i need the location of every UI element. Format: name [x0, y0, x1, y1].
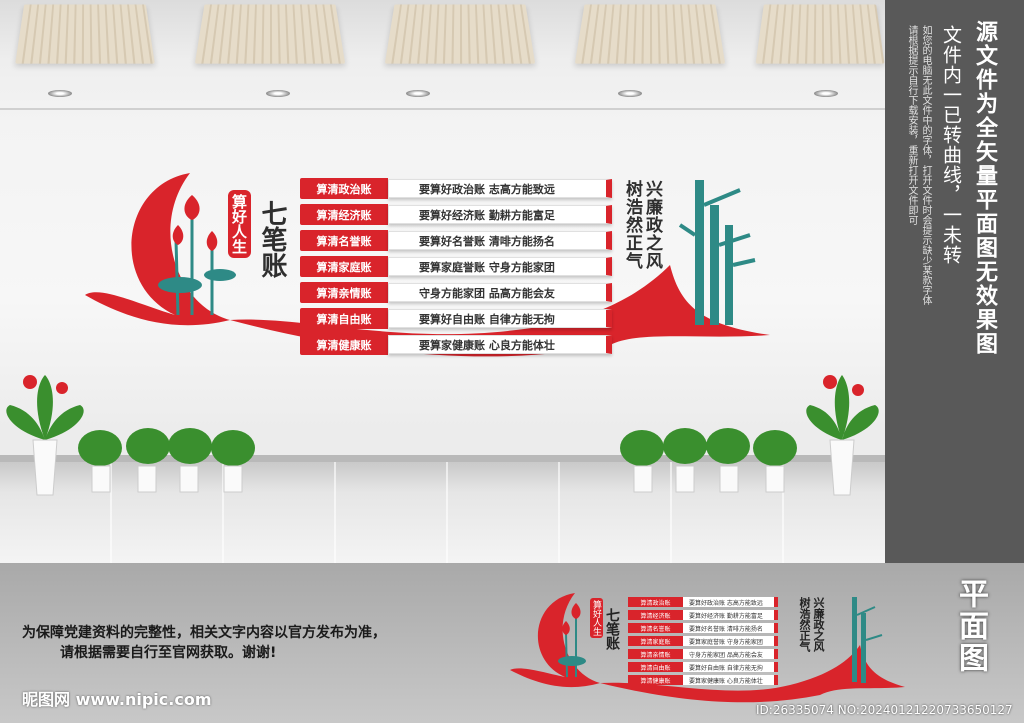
accounts-list: 算清政治账要算好政治账 志高方能致远 算清经济账要算好经济账 勤耕方能富足 算清… — [300, 178, 612, 360]
slogan-righteous: 树浩然正气 — [622, 180, 642, 270]
account-tag: 算清自由账 — [628, 662, 683, 672]
account-text: 要算家庭誉账 守身方能家团 — [683, 636, 778, 646]
account-tag: 算清名誉账 — [628, 623, 683, 633]
mini-slogan: 树浩然正气 — [798, 597, 811, 652]
list-item: 算清自由账要算好自由账 自律方能无拘 — [300, 308, 612, 329]
list-item: 算清亲情账守身方能家团 品高方能会友 — [628, 649, 778, 659]
account-text: 要算好自由账 自律方能无拘 — [683, 662, 778, 672]
site-watermark: 昵图网 www.nipic.com — [22, 690, 212, 709]
account-tag: 算清亲情账 — [628, 649, 683, 659]
list-item: 算清健康账要算家健康账 心良方能体壮 — [300, 334, 612, 355]
account-tag: 算清经济账 — [628, 610, 683, 620]
sidebar-subline: 文件内一已转曲线，一未转 — [940, 25, 962, 265]
ceiling-panel — [194, 4, 346, 64]
list-item: 算清政治账要算好政治账 志高方能致远 — [300, 178, 612, 199]
mini-ribbon-icon — [510, 593, 905, 703]
account-tag: 算清家庭账 — [300, 256, 388, 277]
mini-slogan: 兴廉政之风 — [812, 597, 825, 652]
account-tag: 算清政治账 — [628, 597, 683, 607]
spotlight-icon — [266, 90, 290, 97]
sidebar-note: 如您的电脑无此文件中的字体，打开文件时会提示缺少某款字体 — [920, 25, 931, 305]
account-tag: 算清家庭账 — [628, 636, 683, 646]
sidebar-note: 请根据提示自行下载安装，重新打开文件即可 — [906, 25, 917, 225]
plant-icon — [620, 428, 797, 493]
ceiling-panel — [574, 4, 726, 64]
baseboard — [0, 455, 885, 463]
account-text: 守身方能家团 品高方能会友 — [388, 283, 612, 302]
mini-title: 七笔账 — [604, 608, 620, 650]
list-item: 算清亲情账守身方能家团 品高方能会友 — [300, 282, 612, 303]
account-text: 要算好自由账 自律方能无拘 — [388, 309, 612, 328]
plan-label: 平面图 — [953, 578, 988, 674]
account-text: 要算好名誉账 清啡方能扬名 — [388, 231, 612, 250]
account-text: 要算好政治账 志高方能致远 — [683, 597, 778, 607]
spotlight-icon — [406, 90, 430, 97]
ceiling — [0, 0, 885, 110]
slogan-upright: 兴廉政之风 — [642, 180, 662, 270]
account-tag: 算清自由账 — [300, 308, 388, 329]
list-item: 算清家庭账要算家庭誉账 守身方能家团 — [628, 636, 778, 646]
account-tag: 算清经济账 — [300, 204, 388, 225]
notice-text: 为保障党建资料的完整性，相关文字内容以官方发布为准， — [22, 625, 386, 641]
account-text: 要算家健康账 心良方能体壮 — [388, 335, 612, 354]
scene-render: 算好人生 七笔账 算清政治账要算好政治账 志高方能致远 算清经济账要算好经济账 … — [0, 0, 885, 563]
list-item: 算清名誉账要算好名誉账 清啡方能扬名 — [300, 230, 612, 251]
sidebar-headline: 源文件为全矢量平面图无效果图 — [972, 20, 997, 356]
list-item: 算清政治账要算好政治账 志高方能致远 — [628, 597, 778, 607]
sign-title: 七笔账 — [257, 200, 287, 278]
account-tag: 算清政治账 — [300, 178, 388, 199]
plant-icon — [6, 375, 84, 496]
account-text: 要算家健康账 心良方能体壮 — [683, 675, 778, 685]
spotlight-icon — [618, 90, 642, 97]
spotlight-icon — [48, 90, 72, 97]
mini-subtitle: 算好人生 — [590, 598, 603, 638]
plant-icon — [78, 428, 255, 493]
list-item: 算清经济账要算好经济账 勤耕方能富足 — [628, 610, 778, 620]
ceiling-panel — [384, 4, 536, 64]
notice-text: 请根据需要自行至官网获取。谢谢! — [60, 645, 277, 661]
sign-subtitle: 算好人生 — [228, 190, 251, 258]
account-text: 要算好名誉账 清啡方能扬名 — [683, 623, 778, 633]
account-text: 要算好经济账 勤耕方能富足 — [388, 205, 612, 224]
account-tag: 算清亲情账 — [300, 282, 388, 303]
mini-accounts-list: 算清政治账要算好政治账 志高方能致远 算清经济账要算好经济账 勤耕方能富足 算清… — [628, 597, 778, 688]
plant-icon — [806, 375, 879, 496]
list-item: 算清名誉账要算好名誉账 清啡方能扬名 — [628, 623, 778, 633]
account-tag: 算清名誉账 — [300, 230, 388, 251]
list-item: 算清经济账要算好经济账 勤耕方能富足 — [300, 204, 612, 225]
lotus-ribbon-icon — [85, 173, 770, 357]
account-text: 要算好政治账 志高方能致远 — [388, 179, 612, 198]
image-id-label: ID:26335074 NO:20240121220733650127 — [756, 703, 1013, 717]
account-text: 守身方能家团 品高方能会友 — [683, 649, 778, 659]
account-text: 要算好经济账 勤耕方能富足 — [683, 610, 778, 620]
list-item: 算清自由账要算好自由账 自律方能无拘 — [628, 662, 778, 672]
ceiling-panel — [15, 4, 155, 64]
account-tag: 算清健康账 — [628, 675, 683, 685]
list-item: 算清家庭账要算家庭誉账 守身方能家团 — [300, 256, 612, 277]
list-item: 算清健康账要算家健康账 心良方能体壮 — [628, 675, 778, 685]
wall-edge — [0, 108, 885, 110]
spotlight-icon — [814, 90, 838, 97]
ceiling-panel — [755, 4, 885, 64]
account-tag: 算清健康账 — [300, 334, 388, 355]
account-text: 要算家庭誉账 守身方能家团 — [388, 257, 612, 276]
info-sidebar — [885, 0, 1024, 563]
